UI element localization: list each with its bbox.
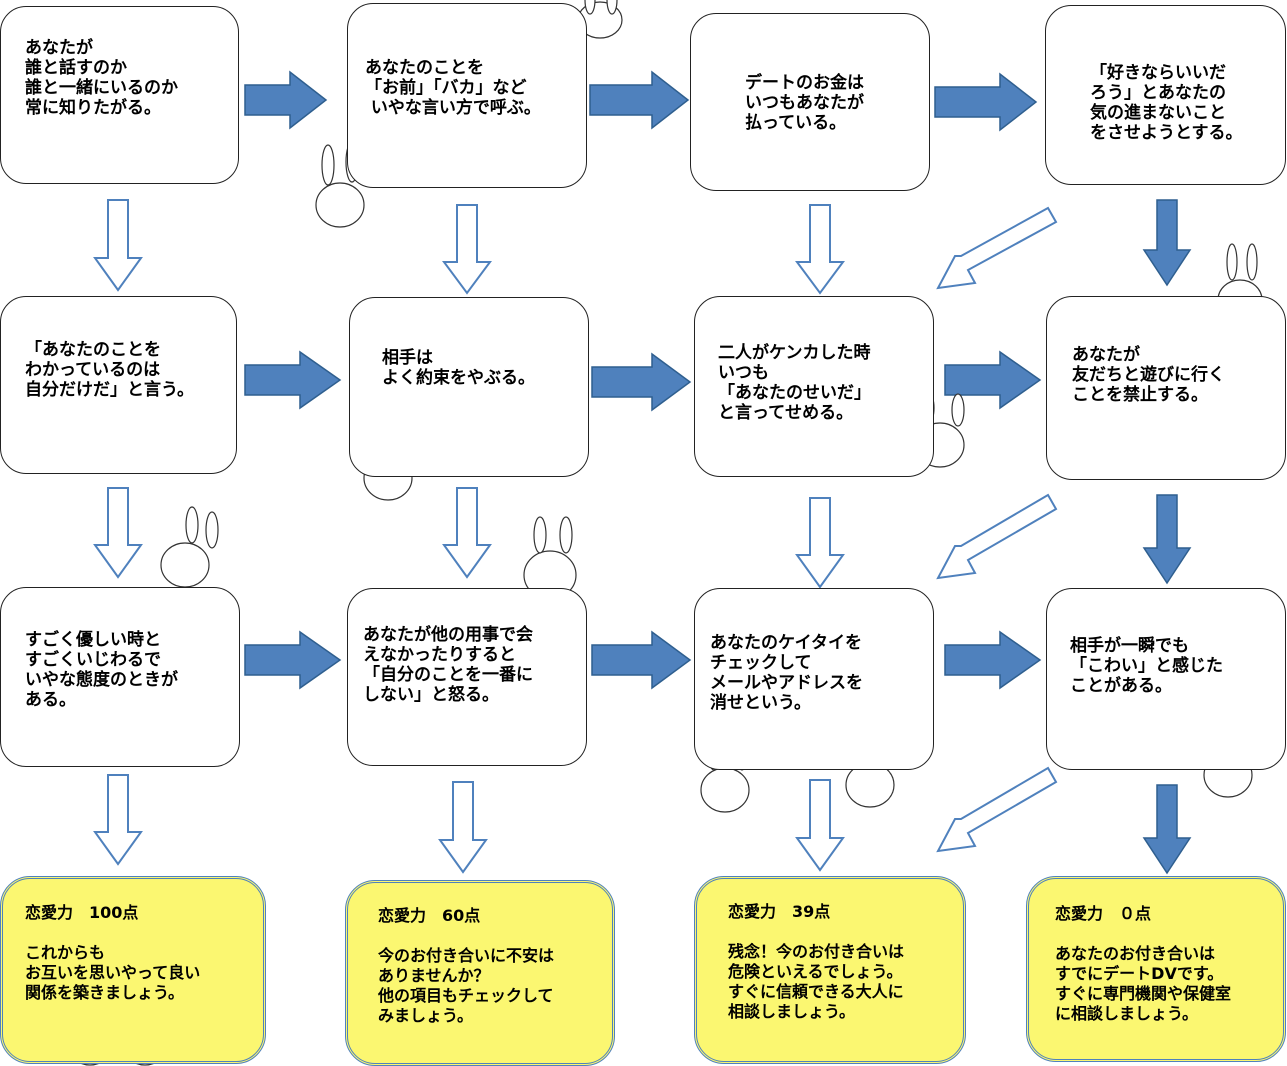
- arrow-down-c4-1: [1142, 199, 1192, 287]
- result-text: 残念！今のお付き合いは 危険といえるでしょう。 すぐに信頼できる大人に 相談しま…: [728, 942, 905, 1021]
- arrow-r1-1: [244, 70, 328, 130]
- outline-diag-3: [936, 766, 1058, 853]
- result-box-39: [694, 876, 966, 1064]
- step-text: デートのお金は いつもあなたが 払っている。: [745, 73, 864, 133]
- result-box-100: [0, 876, 266, 1064]
- result-box-60: [345, 880, 615, 1066]
- step-box: [1046, 296, 1286, 480]
- step-box: [349, 297, 589, 477]
- arrow-r2-2: [591, 352, 692, 412]
- result-title: 恋愛力 ０点: [1055, 904, 1152, 923]
- step-box: [0, 296, 237, 474]
- step-text: あなたが他の用事で会 えなかったりすると 「自分のことを一番に しない」と怒る。: [363, 625, 533, 705]
- outline-down-c2-2: [442, 487, 492, 579]
- step-box: [1045, 5, 1286, 185]
- step-text: あなたが 友だちと遊びに行く ことを禁止する。: [1072, 345, 1225, 405]
- arrow-down-c4-2: [1142, 494, 1192, 585]
- arrow-down-c4-3: [1142, 784, 1192, 875]
- outline-down-c3-2: [795, 497, 845, 589]
- step-box: [694, 296, 934, 477]
- outline-down-c3-3: [795, 779, 845, 872]
- step-text: 二人がケンカした時 いつも 「あなたのせいだ」 と言ってせめる。: [718, 343, 871, 423]
- step-box: [0, 6, 239, 184]
- step-text: あなたのケイタイを チェックして メールやアドレスを 消せという。: [710, 633, 863, 713]
- arrow-r3-3: [944, 630, 1042, 690]
- result-text: あなたのお付き合いは すでにデートDVです。 すぐに専門機関や保健室 に相談しま…: [1055, 944, 1232, 1023]
- outline-down-c2-3: [438, 781, 488, 874]
- result-text: これからも お互いを思いやって良い 関係を築きましょう。: [25, 943, 201, 1002]
- arrow-r1-2: [589, 70, 690, 130]
- outline-down-c3-1: [795, 204, 845, 295]
- outline-diag-2: [936, 493, 1058, 580]
- step-text: あなたのことを 「お前」「バカ」など いやな言い方で呼ぶ。: [365, 58, 541, 118]
- arrow-r1-3: [934, 72, 1038, 132]
- result-text: 今のお付き合いに不安は ありませんか？ 他の項目もチェックして みましょう。: [378, 946, 555, 1025]
- outline-down-c1-3: [93, 774, 143, 866]
- arrow-r3-1: [244, 630, 342, 690]
- arrow-r2-3: [944, 350, 1042, 410]
- step-text: 相手は よく約束をやぶる。: [382, 348, 535, 388]
- step-text: すごく優しい時と すごくいじわるで いやな態度のときが ある。: [25, 630, 178, 710]
- step-text: 相手が一瞬でも 「こわい」と感じた ことがある。: [1070, 636, 1223, 696]
- step-box: [347, 588, 587, 766]
- result-title: 恋愛力 60点: [378, 906, 481, 925]
- step-box: [1046, 588, 1286, 770]
- step-box: [347, 3, 587, 188]
- step-box: [0, 587, 240, 767]
- result-title: 恋愛力 100点: [25, 903, 139, 922]
- result-title: 恋愛力 39点: [728, 902, 831, 921]
- outline-down-c1-1: [93, 199, 143, 292]
- step-text: 「あなたのことを わかっているのは 自分だけだ」と言う。: [25, 340, 194, 400]
- outline-diag-1: [936, 206, 1058, 290]
- step-box: [690, 13, 930, 191]
- arrow-r2-1: [244, 350, 342, 410]
- outline-down-c2-1: [442, 204, 492, 295]
- step-box: [694, 588, 934, 770]
- step-text: あなたが 誰と話すのか 誰と一緒にいるのか 常に知りたがる。: [25, 38, 178, 118]
- outline-down-c1-2: [93, 487, 143, 579]
- arrow-r3-2: [591, 630, 692, 690]
- result-box-0: [1026, 876, 1286, 1062]
- step-text: 「好きならいいだ ろう」とあなたの 気の進まないこと をさせようとする。: [1090, 63, 1243, 143]
